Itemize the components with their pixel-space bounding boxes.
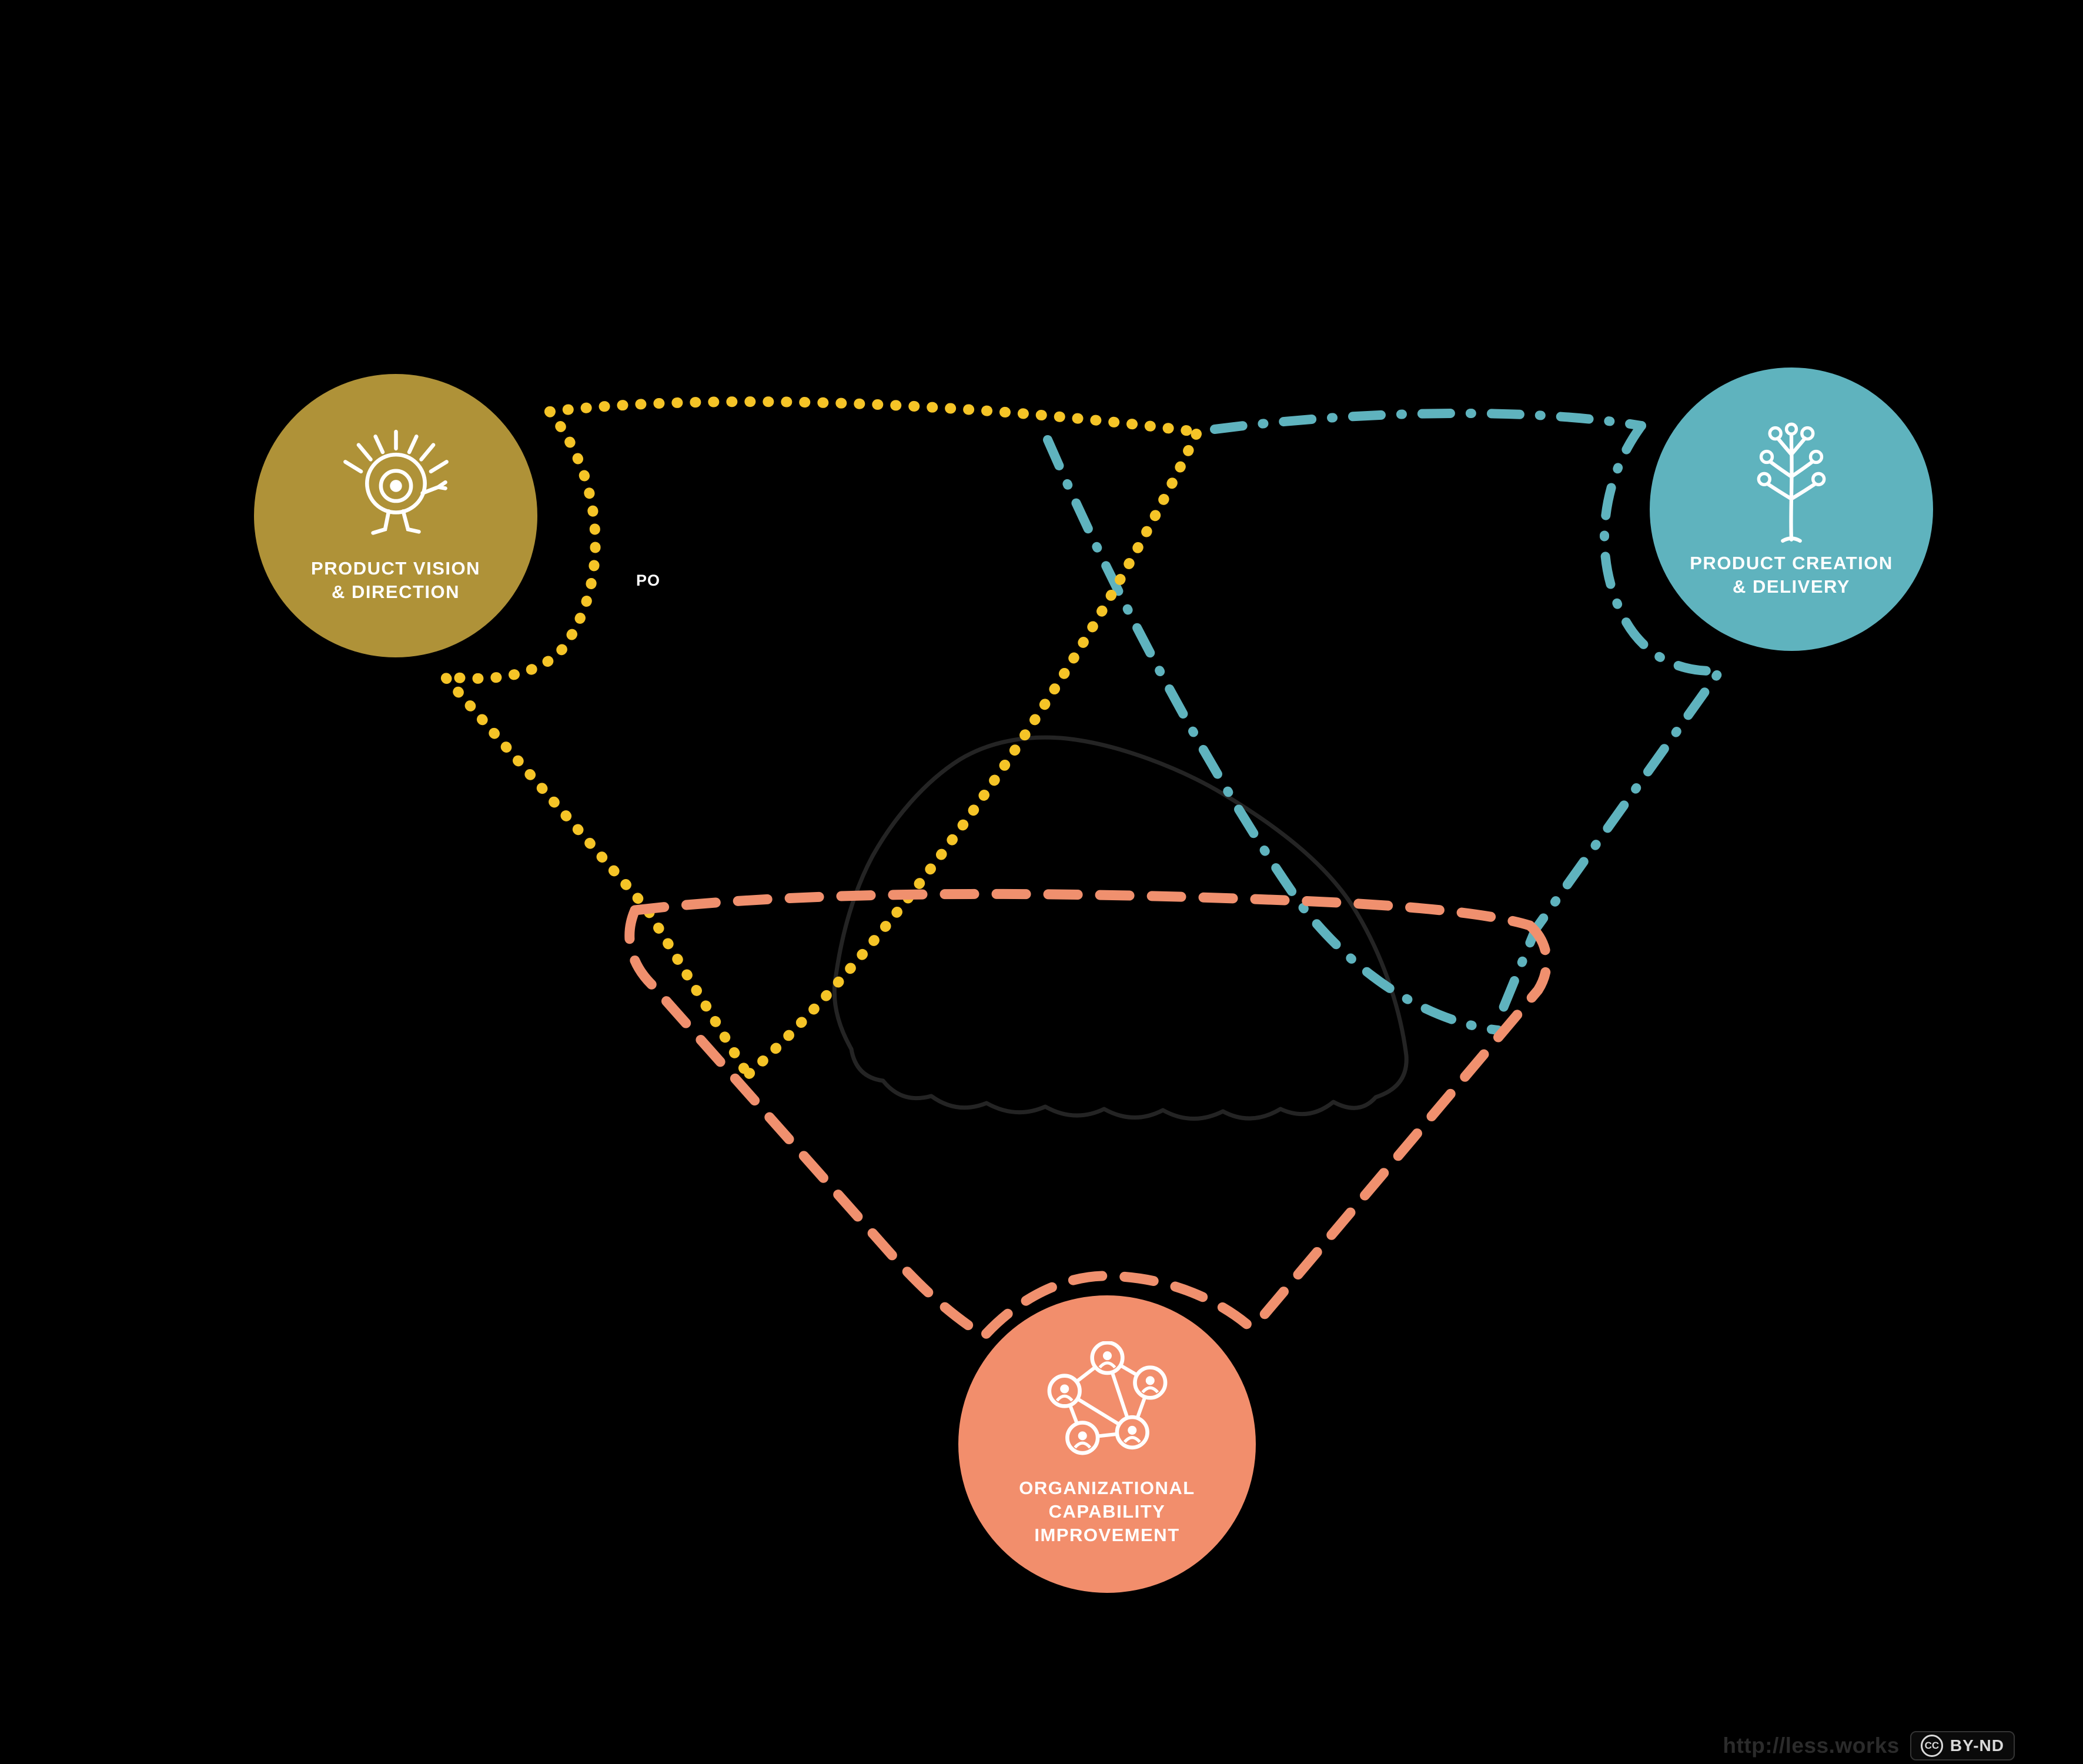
- vision-top-edge: [544, 396, 1209, 438]
- vision-cross-diagonal: [743, 429, 1202, 1080]
- eye-lashes: [343, 429, 449, 473]
- cc-by-nd-badge[interactable]: CC BY-ND: [1910, 1731, 2015, 1760]
- creation-cross-diagonal: [1043, 435, 1503, 1035]
- capability-top-edge: [630, 888, 1535, 931]
- creation-node-hook-and-diagonal: [1493, 421, 1730, 1025]
- node-label-line: PRODUCT VISION: [311, 557, 480, 579]
- eye-iris: [379, 469, 413, 503]
- network-person-faces: [1055, 1351, 1159, 1449]
- license-label: BY-ND: [1950, 1736, 2004, 1755]
- po-annotation: PO: [636, 572, 661, 589]
- eye-arm: [420, 480, 447, 495]
- node-label-line: PRODUCT CREATION: [1690, 553, 1893, 574]
- eye-legs: [370, 509, 421, 535]
- node-label-line: & DIRECTION: [332, 581, 460, 602]
- node-product-vision: PRODUCT VISION & DIRECTION: [254, 374, 537, 657]
- vision-node-hook-and-diagonal: [431, 406, 753, 1080]
- tree-branches: [1766, 433, 1817, 501]
- cc-logo-icon: CC: [1920, 1735, 1943, 1757]
- node-product-creation: PRODUCT CREATION & DELIVERY: [1650, 368, 1933, 651]
- footer-watermark: http://less.works CC BY-ND: [1723, 1731, 2015, 1760]
- node-organizational-capability: ORGANIZATIONAL CAPABILITY IMPROVEMENT: [958, 1295, 1256, 1593]
- node-label-line: IMPROVEMENT: [1034, 1524, 1180, 1545]
- apple-tree-icon: [1757, 422, 1826, 543]
- creation-top-edge: [1210, 408, 1646, 434]
- people-network-icon: [1047, 1341, 1167, 1455]
- eye-outline: [365, 452, 427, 514]
- capability-left-edge-and-node-arc: [624, 905, 1258, 1342]
- less-works-url-link[interactable]: http://less.works: [1723, 1733, 1900, 1758]
- capability-right-edge: [1247, 920, 1552, 1334]
- node-label-line: ORGANIZATIONAL: [1019, 1478, 1195, 1499]
- tree-trunk: [1781, 443, 1802, 543]
- node-label-line: CAPABILITY: [1048, 1501, 1166, 1522]
- node-label-line: & DELIVERY: [1733, 576, 1850, 597]
- tree-apples: [1757, 422, 1826, 487]
- walking-eye-icon: [343, 429, 449, 535]
- eye-pupil: [389, 479, 402, 492]
- center-scribble-blob: [832, 735, 1409, 1121]
